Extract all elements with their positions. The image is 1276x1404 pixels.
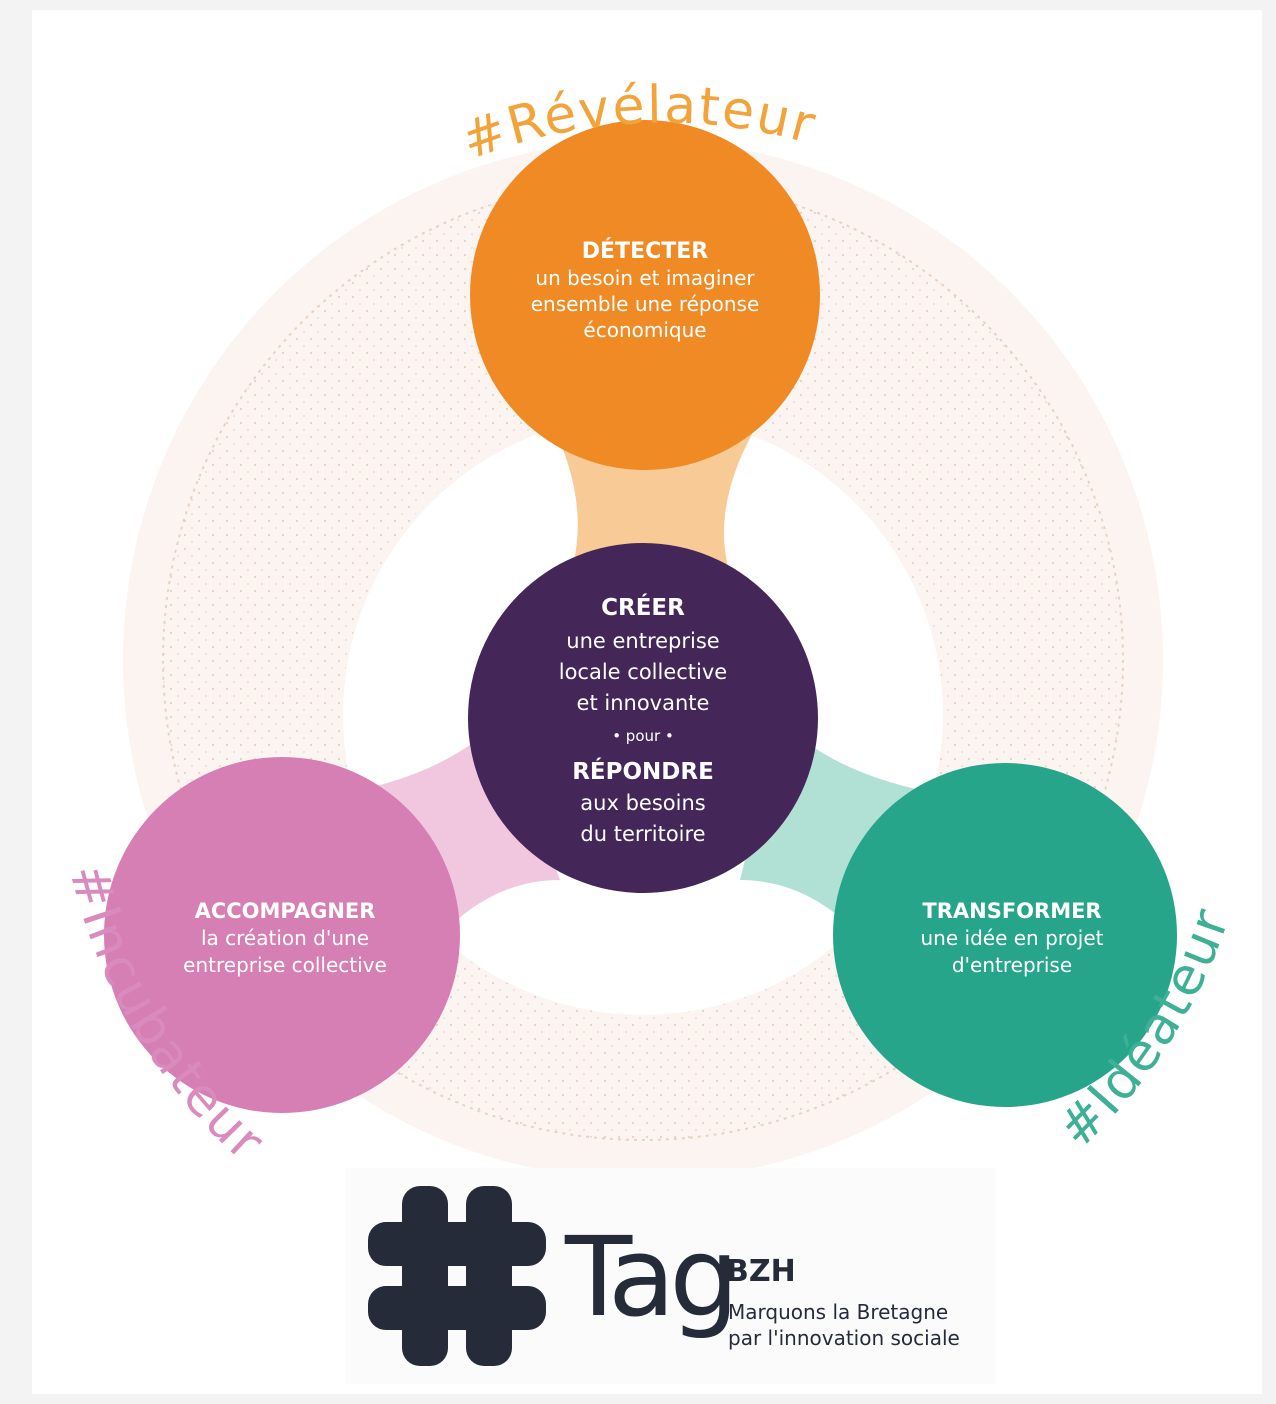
transformer-line-1: une idée en projet (921, 926, 1104, 950)
logo-word: Tag (565, 1213, 739, 1341)
repondre-line-1: aux besoins (580, 791, 705, 815)
detecter-line-1: un besoin et imaginer (535, 266, 755, 290)
logo-tagline-1: Marquons la Bretagne (728, 1300, 949, 1324)
accompagner-line-1: la création d'une (201, 926, 369, 950)
repondre-title: RÉPONDRE (572, 757, 714, 785)
detecter-line-2: ensemble une réponse (531, 292, 760, 316)
repondre-line-2: du territoire (580, 822, 705, 846)
creer-line-1: une entreprise (566, 629, 719, 653)
node-detecter (470, 120, 820, 470)
logo-tagline-2: par l'innovation sociale (728, 1326, 960, 1350)
creer-connector: • pour • (612, 727, 674, 745)
transformer-title: TRANSFORMER (922, 899, 1101, 923)
dotted-ring-outline (162, 179, 1124, 1141)
detecter-title: DÉTECTER (582, 238, 709, 264)
creer-line-2: locale collective (559, 660, 727, 684)
node-transformer (833, 763, 1177, 1107)
node-accompagner (104, 757, 460, 1113)
creer-title: CRÉER (601, 593, 685, 621)
hash-logo-icon (368, 1186, 546, 1366)
node-creer (468, 543, 818, 893)
transformer-line-2: d'entreprise (952, 953, 1072, 977)
creer-line-3: et innovante (577, 691, 710, 715)
accompagner-line-2: entreprise collective (183, 953, 387, 977)
accompagner-title: ACCOMPAGNER (195, 899, 376, 923)
logo-bzh: BZH (726, 1254, 796, 1289)
detecter-line-3: économique (583, 318, 706, 342)
